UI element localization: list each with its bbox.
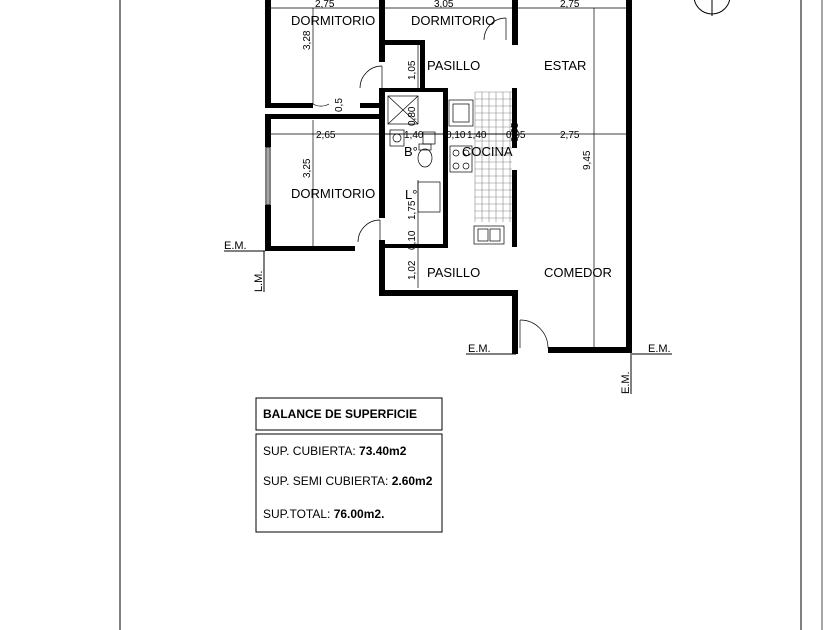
dim-mid-3: 1,40 (467, 130, 487, 141)
balance-row-total: SUP.TOTAL: 76.00m2. (263, 507, 384, 521)
balance-row-label: SUP. CUBIERTA: (263, 444, 359, 458)
mark-lm-vertical: L.M. (253, 271, 265, 292)
dim-mid-4: 2,75 (560, 130, 580, 141)
dim-mid-2: 1,40 (404, 130, 424, 141)
balance-title-box (255, 397, 443, 431)
dim-v-010: 0,10 (407, 230, 418, 250)
dim-h-005: 0,05 (506, 130, 526, 141)
mark-em-left: E.M. (224, 240, 247, 252)
balance-row-value: 76.00m2. (334, 507, 385, 521)
mark-em-bottom-mid: E.M. (468, 343, 491, 355)
mark-em-vertical: E.M. (620, 371, 632, 394)
surface-balance-table: BALANCE DE SUPERFICIE SUP. CUBIERTA: 73.… (255, 397, 443, 533)
room-cocina: COCINA (462, 144, 513, 159)
balance-row-cubierta: SUP. CUBIERTA: 73.40m2 (263, 444, 407, 458)
dim-v-080: 0,80 (407, 106, 418, 126)
dim-top-1: 2,75 (315, 0, 335, 10)
room-lavadero: L° (405, 187, 417, 202)
dim-h-010: 0,10 (446, 130, 466, 141)
dim-v-102: 1,02 (407, 260, 418, 280)
room-pasillo-1: PASILLO (427, 58, 480, 73)
dim-v-dorm-1: 3,28 (302, 30, 313, 50)
balance-row-semi: SUP. SEMI CUBIERTA: 2.60m2 (263, 474, 433, 488)
dimension-lines (270, 0, 628, 350)
room-estar: ESTAR (544, 58, 586, 73)
room-pasillo-2: PASILLO (427, 265, 480, 280)
room-dormitorio-1: DORMITORIO (291, 13, 375, 28)
balance-row-value: 73.40m2 (359, 444, 407, 458)
room-bano: B° (404, 144, 418, 159)
dim-top-2: 3,05 (434, 0, 454, 10)
dim-v-05: 0,5 (334, 98, 345, 112)
walls (265, 0, 632, 354)
balance-values-box (255, 433, 443, 533)
balance-row-value: 2.60m2 (392, 474, 433, 488)
dim-v-pasillo: 1,05 (407, 60, 418, 80)
dim-v-total: 9,45 (582, 150, 593, 170)
room-dormitorio-3: DORMITORIO (291, 186, 375, 201)
window-left (265, 146, 271, 206)
bath-fixtures (387, 95, 436, 168)
dim-top-3: 2,75 (560, 0, 580, 10)
room-comedor: COMEDOR (544, 265, 612, 280)
kitchen-fixtures (417, 99, 505, 245)
doors (312, 17, 549, 349)
dim-v-005: 0,05 (510, 122, 521, 142)
balance-title: BALANCE DE SUPERFICIE (263, 407, 417, 421)
room-dormitorio-2: DORMITORIO (411, 13, 495, 28)
dim-v-dorm-2: 3,25 (302, 158, 313, 178)
balance-row-label: SUP. SEMI CUBIERTA: (263, 474, 392, 488)
mark-em-bottom-right: E.M. (648, 343, 671, 355)
balance-row-label: SUP.TOTAL: (263, 507, 334, 521)
dim-v-175: 1,75 (407, 200, 418, 220)
dim-mid-1: 2,65 (316, 130, 336, 141)
